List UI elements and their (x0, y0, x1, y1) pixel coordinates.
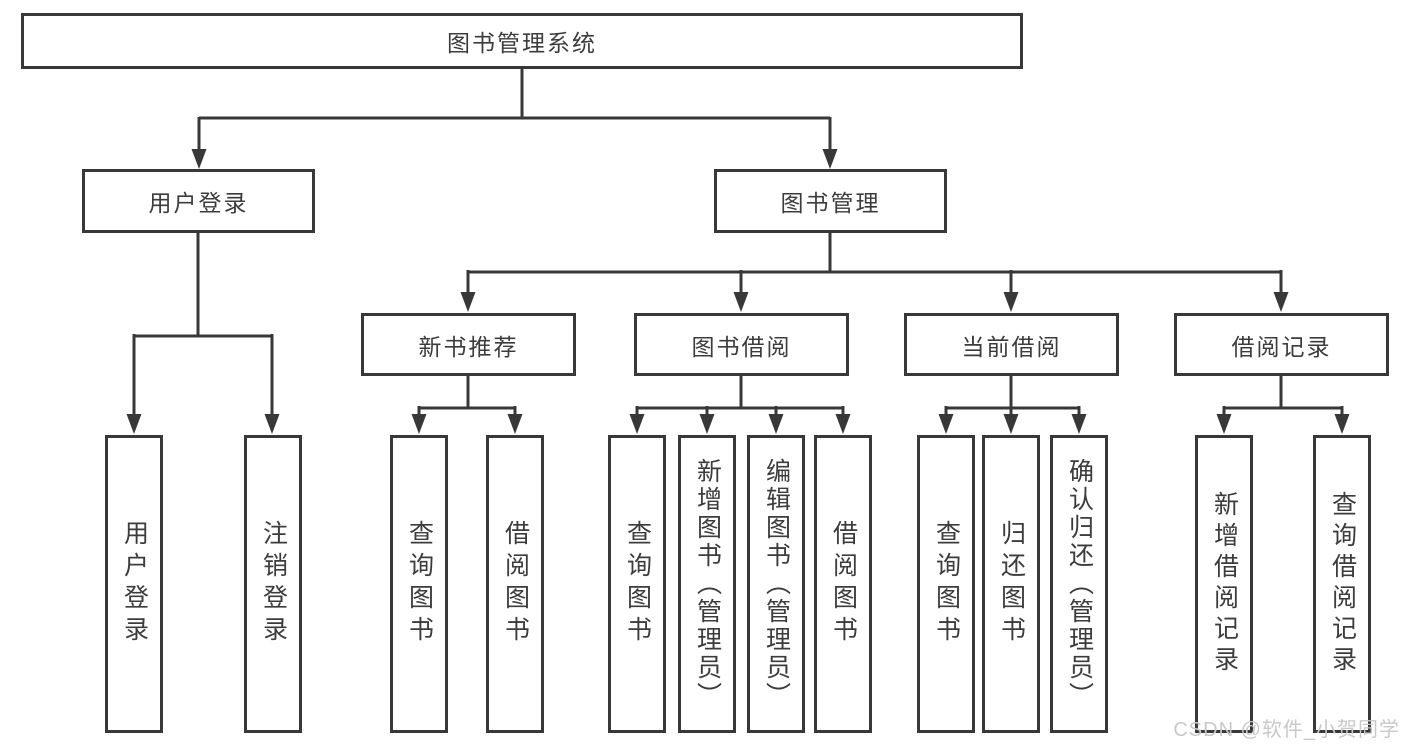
node-leaf-cb-confirm-return-admin: 确认归还（管理员） (1050, 435, 1108, 733)
arrowheads (126, 149, 1350, 434)
node-leaf-nbr-borrow-book: 借阅图书 (486, 435, 544, 733)
node-book-management: 图书管理 (714, 169, 947, 233)
node-user-login: 用户登录 (82, 169, 315, 233)
node-leaf-br-query-record: 查询借阅记录 (1313, 435, 1371, 733)
node-leaf-user-login: 用户登录 (105, 435, 163, 733)
node-leaf-br-add-record: 新增借阅记录 (1195, 435, 1253, 733)
node-leaf-logout: 注销登录 (244, 435, 302, 733)
node-leaf-cb-return-book: 归还图书 (982, 435, 1040, 733)
node-current-borrow: 当前借阅 (904, 313, 1119, 376)
csdn-watermark: CSDN @软件_小贺同学 (1173, 719, 1400, 741)
node-leaf-nbr-query-book: 查询图书 (390, 435, 448, 733)
node-leaf-bb-add-book-admin: 新增图书（管理员） (678, 435, 736, 733)
node-library-management-system: 图书管理系统 (21, 13, 1023, 69)
node-book-borrow: 图书借阅 (634, 313, 849, 376)
node-leaf-bb-borrow-book: 借阅图书 (814, 435, 872, 733)
node-borrow-record: 借阅记录 (1174, 313, 1389, 376)
node-leaf-bb-query-book: 查询图书 (608, 435, 666, 733)
node-leaf-cb-query-book: 查询图书 (917, 435, 975, 733)
node-new-book-recommend: 新书推荐 (361, 313, 576, 376)
node-leaf-bb-edit-book-admin: 编辑图书（管理员） (747, 435, 805, 733)
